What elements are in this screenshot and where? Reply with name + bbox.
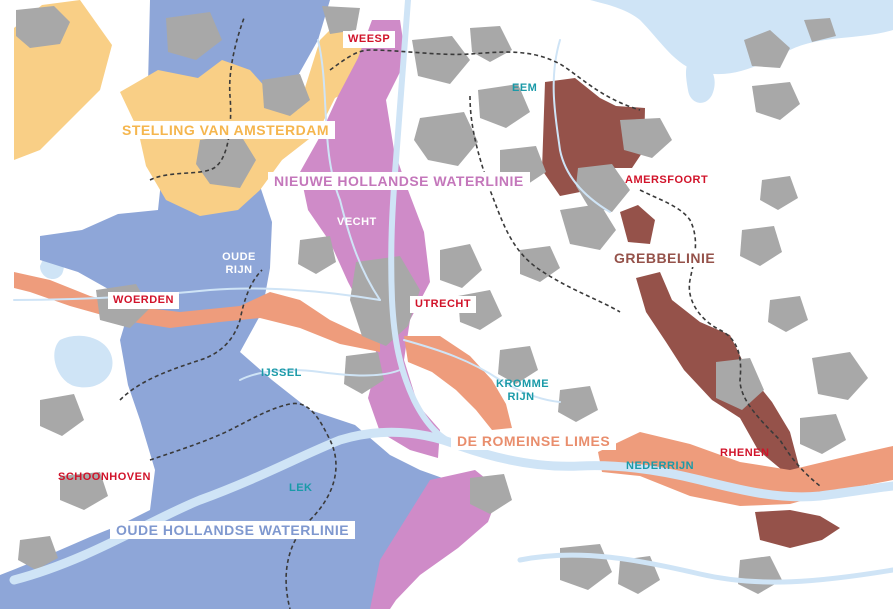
urban-area [620,118,672,158]
river-ijssel-line [239,369,401,381]
water-gooimeer [686,59,715,103]
urban-area [738,556,782,594]
river-label-kromme-rijn: KROMME RIJN [496,378,550,403]
urban-area [812,352,868,400]
rivers [13,39,611,403]
region-stelling-van-amsterdam-east [120,20,395,216]
urban-area [18,536,58,570]
urban-area [412,36,470,84]
river-eem-line [552,39,611,213]
city-label-weesp: WEESP [343,31,396,48]
water-ijsselmeer [590,0,893,75]
river-vecht-line [317,39,381,301]
river-label-lek: LEK [289,482,313,494]
urban-area [262,74,310,116]
urban-area [804,18,836,42]
urban-area [60,472,108,510]
urban-area [576,164,630,212]
urban-area [498,346,538,384]
region-romeinse-limes-center [404,336,512,430]
urban-area [560,204,616,250]
urban-area [440,244,482,288]
urban-area [16,6,70,48]
region-romeinse-limes-east [598,432,893,506]
urban-area [716,358,764,410]
urban-area [196,134,256,188]
urban-area [298,236,336,274]
river-label-oude-rijn: OUDE RIJN [222,251,256,276]
label-stelling-van-amsterdam: STELLING VAN AMSTERDAM [116,121,335,140]
river-label-vecht: VECHT [337,216,377,228]
river-kromme-rijn-line [403,339,561,403]
urban-area [768,296,808,332]
region-grebbelinie-rhenen [755,510,840,548]
river-oude-rijn-line [13,287,381,301]
label-grebbelinie: GREBBELINIE [608,249,722,268]
urban-area [470,26,512,62]
city-label-woerden: WOERDEN [108,292,179,309]
label-oude-hollandse-waterlinie: OUDE HOLLANDSE WATERLINIE [110,521,356,540]
river-lek [9,427,893,585]
region-grebbelinie-amersfoort [620,205,655,244]
river-label-nederrijn: NEDERRIJN [626,460,695,472]
urban-area [322,6,360,34]
urban-area [560,544,612,590]
urban-area [760,176,798,210]
label-nieuwe-hollandse-waterlinie: NIEUWE HOLLANDSE WATERLINIE [268,172,530,191]
urban-area [166,12,222,60]
urban-area [740,226,782,266]
label-de-romeinse-limes: DE ROMEINSE LIMES [451,432,617,451]
urban-area [40,394,84,436]
urban-area [800,414,846,454]
river-ijssel-south [517,552,893,585]
water-lake-west [54,335,113,388]
urban-area [470,474,512,514]
river-label-eem: EEM [512,82,538,94]
urban-area [752,82,800,120]
city-label-schoonhoven: SCHOONHOVEN [58,471,151,483]
region-nieuwe-hollandse-waterlinie [300,20,440,458]
region-grebbelinie-north [542,78,645,196]
river-amsterdam-rijnkanaal [388,0,463,449]
region-nieuwe-hollandse-waterlinie-south [370,470,500,609]
urban-area [744,30,790,68]
urban-area [558,386,598,422]
urban-area [344,352,384,394]
urban-area [520,246,560,282]
city-label-rhenen: RHENEN [720,447,770,459]
region-romeinse-limes-west [14,272,380,352]
urban-area [478,84,530,128]
city-label-utrecht: UTRECHT [410,296,477,313]
city-label-amersfoort: AMERSFOORT [625,174,709,186]
river-label-ijssel: IJSSEL [261,367,302,379]
urban-area [414,112,478,166]
